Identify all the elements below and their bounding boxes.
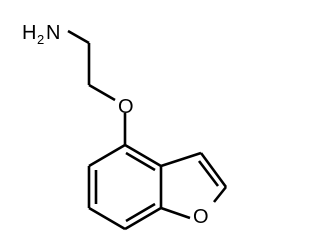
bond-c7-c7a-inner <box>125 202 156 223</box>
bond-c2-o1 <box>212 186 228 203</box>
bond-c3-c2-inner <box>197 160 220 187</box>
bond-o1-c7a <box>160 206 191 220</box>
bond-c6-c7 <box>88 206 126 231</box>
chemical-structure-diagram: H 2 N O O <box>22 22 228 231</box>
bond-c7-c7a <box>124 206 162 231</box>
amine-subscript-label: 2 <box>37 32 44 47</box>
bond-c3a-c4 <box>124 143 162 168</box>
bond-n-c1 <box>67 29 90 45</box>
bond-c3a-c3 <box>160 151 202 168</box>
furan-oxygen-label: O <box>193 206 209 228</box>
amine-h-label: H <box>22 22 36 44</box>
bond-c2-o <box>88 83 116 102</box>
ether-oxygen-label: O <box>118 96 134 118</box>
bond-c3-c2 <box>199 152 228 188</box>
bond-c4-c5 <box>88 143 126 168</box>
amine-n-label: N <box>46 22 60 44</box>
bond-c3a-c4-inner <box>125 151 156 172</box>
